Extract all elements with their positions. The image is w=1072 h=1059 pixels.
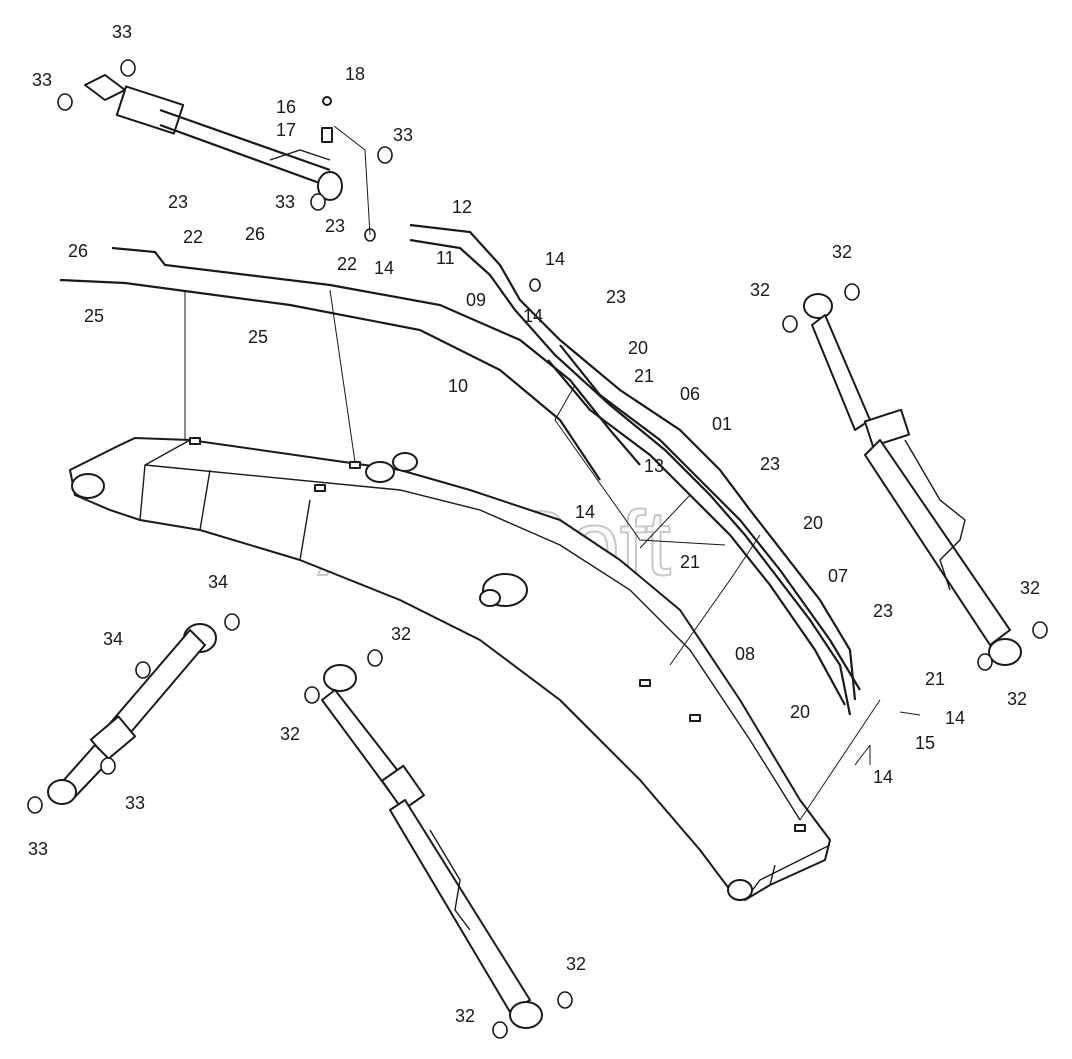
label-20: 20: [790, 702, 810, 722]
label-32: 32: [1007, 689, 1027, 709]
label-32: 32: [280, 724, 300, 744]
label-14: 14: [575, 502, 595, 522]
label-34: 34: [103, 629, 123, 649]
label-26: 26: [245, 224, 265, 244]
label-21: 21: [680, 552, 700, 572]
boom-cylinder-lower-left: [47, 623, 217, 805]
label-33: 33: [112, 22, 132, 42]
label-21: 21: [634, 366, 654, 386]
label-13: 13: [644, 456, 664, 476]
label-23: 23: [168, 192, 188, 212]
label-12: 12: [452, 197, 472, 217]
label-23: 23: [760, 454, 780, 474]
boom-cylinder-right: [803, 293, 1022, 666]
label-14: 14: [873, 767, 893, 787]
label-20: 20: [803, 513, 823, 533]
label-14: 14: [945, 708, 965, 728]
label-33: 33: [125, 793, 145, 813]
label-06: 06: [680, 384, 700, 404]
label-11: 11: [436, 248, 455, 268]
label-14: 14: [374, 258, 394, 278]
label-32: 32: [750, 280, 770, 300]
label-33: 33: [32, 70, 52, 90]
label-23: 23: [606, 287, 626, 307]
label-33: 33: [275, 192, 295, 212]
label-33: 33: [393, 125, 413, 145]
boom-cylinder-lower-middle: [321, 664, 543, 1029]
label-33: 33: [28, 839, 48, 859]
label-32: 32: [455, 1006, 475, 1026]
label-32: 32: [832, 242, 852, 262]
label-14: 14: [523, 306, 543, 326]
label-32: 32: [566, 954, 586, 974]
label-23: 23: [325, 216, 345, 236]
arm-cylinder: [84, 74, 343, 201]
label-10: 10: [448, 376, 468, 396]
label-20: 20: [628, 338, 648, 358]
label-01: 01: [712, 414, 732, 434]
part-labels: 33 33 18 16 17 33 33 12 14 11 14 23 22 2…: [28, 22, 1040, 1026]
label-34: 34: [208, 572, 228, 592]
label-08: 08: [735, 644, 755, 664]
seal-rings: [27, 59, 1048, 1039]
leader-lines: [184, 125, 921, 821]
label-16: 16: [276, 97, 296, 117]
label-15: 15: [915, 733, 935, 753]
label-07: 07: [828, 566, 848, 586]
label-09: 09: [466, 290, 486, 310]
label-23: 23: [873, 601, 893, 621]
label-22: 22: [183, 227, 203, 247]
label-18: 18: [345, 64, 365, 84]
label-26: 26: [68, 241, 88, 261]
boom: [69, 437, 831, 901]
label-32: 32: [1020, 578, 1040, 598]
label-17: 17: [276, 120, 296, 140]
label-21: 21: [925, 669, 945, 689]
label-25: 25: [84, 306, 104, 326]
label-32: 32: [391, 624, 411, 644]
boom-pipes: [59, 223, 861, 716]
label-22: 22: [337, 254, 357, 274]
label-25: 25: [248, 327, 268, 347]
label-14: 14: [545, 249, 565, 269]
